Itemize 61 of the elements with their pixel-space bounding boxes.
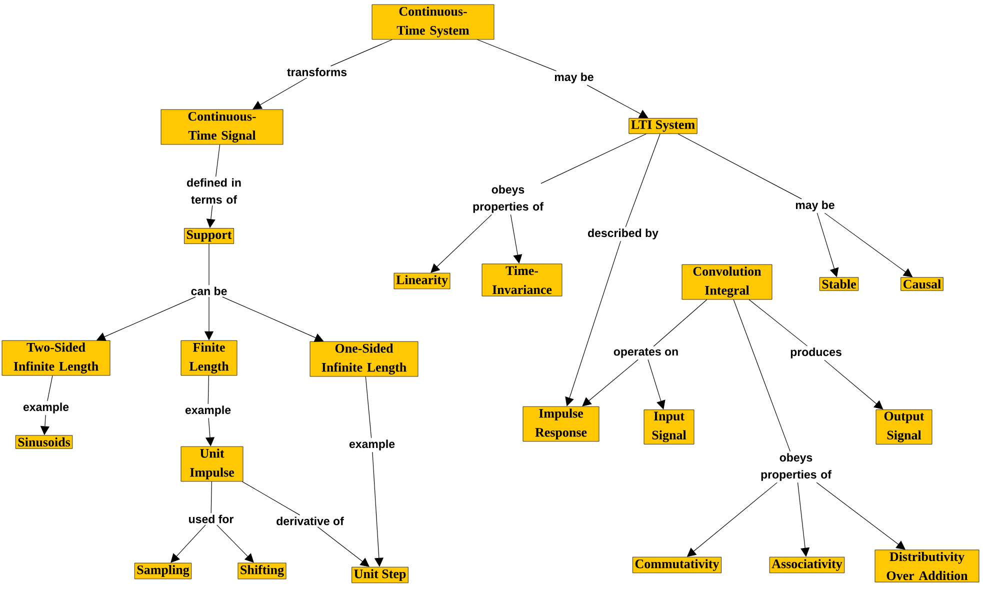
linking-phrase: obeys properties of [473,185,544,213]
arrow [170,524,206,563]
arrow [372,452,384,567]
connector-line [540,134,647,184]
concept-box: Input Signal [644,410,694,444]
concept-box: Sinusoids [15,435,73,449]
linking-phrase: example [23,402,69,414]
linking-phrase: example [185,406,231,416]
concept-box: Distributivity Over Addition [874,550,980,582]
arrow [586,84,648,118]
linking-phrase: transforms [287,68,347,76]
connector-line [733,299,790,452]
connector-line [208,244,210,286]
arrow [582,359,638,406]
linking-phrase: used for [189,514,234,524]
concept-box: Two-Sided Infinite Length [2,340,110,376]
linking-phrase: derivative of [276,516,344,526]
connector-line [365,376,372,438]
connector-line [242,481,300,516]
concept-box: Causal [900,277,944,291]
connector-line [477,39,557,72]
connector-line [216,144,220,177]
linking-phrase: described by [588,228,658,240]
concept-box: Commutativity [632,556,722,574]
concept-box: Linearity [394,272,450,290]
concept-box: One-Sided Infinite Length [310,341,418,377]
concept-box: LTI System [628,118,698,134]
linking-phrase: may be [796,200,834,212]
concept-box: Continuous-Time System [372,4,494,40]
concept-box: Time-Invariance [482,264,562,296]
concept-box: Convolution Integral [682,264,772,300]
concept-box: Continuous-Time Signal [160,109,284,145]
concept-box: Output Signal [876,410,932,444]
connector-line [47,375,53,402]
concept-box: Finite Length [180,340,238,376]
concept-box: Unit Impulse [180,446,244,482]
linking-phrase: example [349,440,395,450]
linking-phrase: produces [790,348,842,358]
concept-box: Unit Step [352,566,408,584]
connector-line [330,39,392,66]
concept-box: Sampling [134,562,192,580]
arrow [216,524,254,563]
connector-line [208,375,209,404]
concept-box: Associativity [769,556,845,574]
linking-phrase: can be [191,286,227,296]
connector-line [748,299,808,346]
arrow [565,240,621,406]
arrow [430,214,492,273]
arrow [816,482,906,550]
connector-line [210,481,212,514]
linking-phrase: may be [554,72,594,84]
concept-box: Stable [819,277,859,291]
concept-box: Support [184,228,234,244]
connector-line [625,134,660,228]
concept-box: Impulse Response [522,406,600,442]
concept-box: Shifting [238,562,286,580]
connector-line [653,299,708,347]
linking-phrase: defined in terms of [187,178,241,204]
linking-phrase: obeys properties of [761,453,832,481]
connector-line [678,134,802,200]
linking-phrase: operates on [614,348,678,358]
